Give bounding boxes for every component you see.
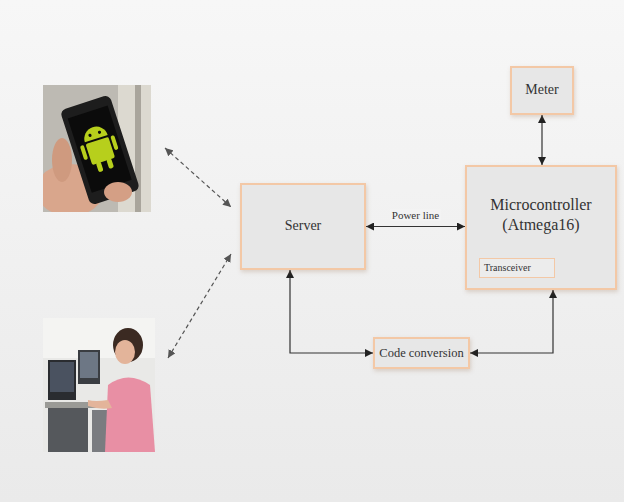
- connector: [541, 115, 542, 165]
- dashed-link: [165, 148, 231, 207]
- node-text: Code conversion: [379, 346, 463, 361]
- phone-photo: [43, 85, 151, 212]
- dashed-link: [168, 254, 231, 358]
- microcontroller-box: Microcontroller (Atmega16) Transceiver: [465, 165, 617, 290]
- code-conversion-box: Code conversion: [373, 337, 470, 369]
- node-text: Meter: [525, 82, 558, 99]
- connector-label: Power line: [390, 209, 441, 221]
- connector: [290, 270, 373, 353]
- meter-box: Meter: [510, 66, 574, 115]
- node-text: Server: [285, 218, 322, 235]
- connector: [366, 226, 465, 227]
- node-text: Transceiver: [484, 262, 531, 274]
- transceiver-box: Transceiver: [479, 258, 555, 278]
- node-text: Microcontroller (Atmega16): [480, 195, 602, 233]
- connector: [470, 290, 553, 353]
- server-box: Server: [240, 183, 366, 270]
- computer-user-photo: [43, 318, 155, 452]
